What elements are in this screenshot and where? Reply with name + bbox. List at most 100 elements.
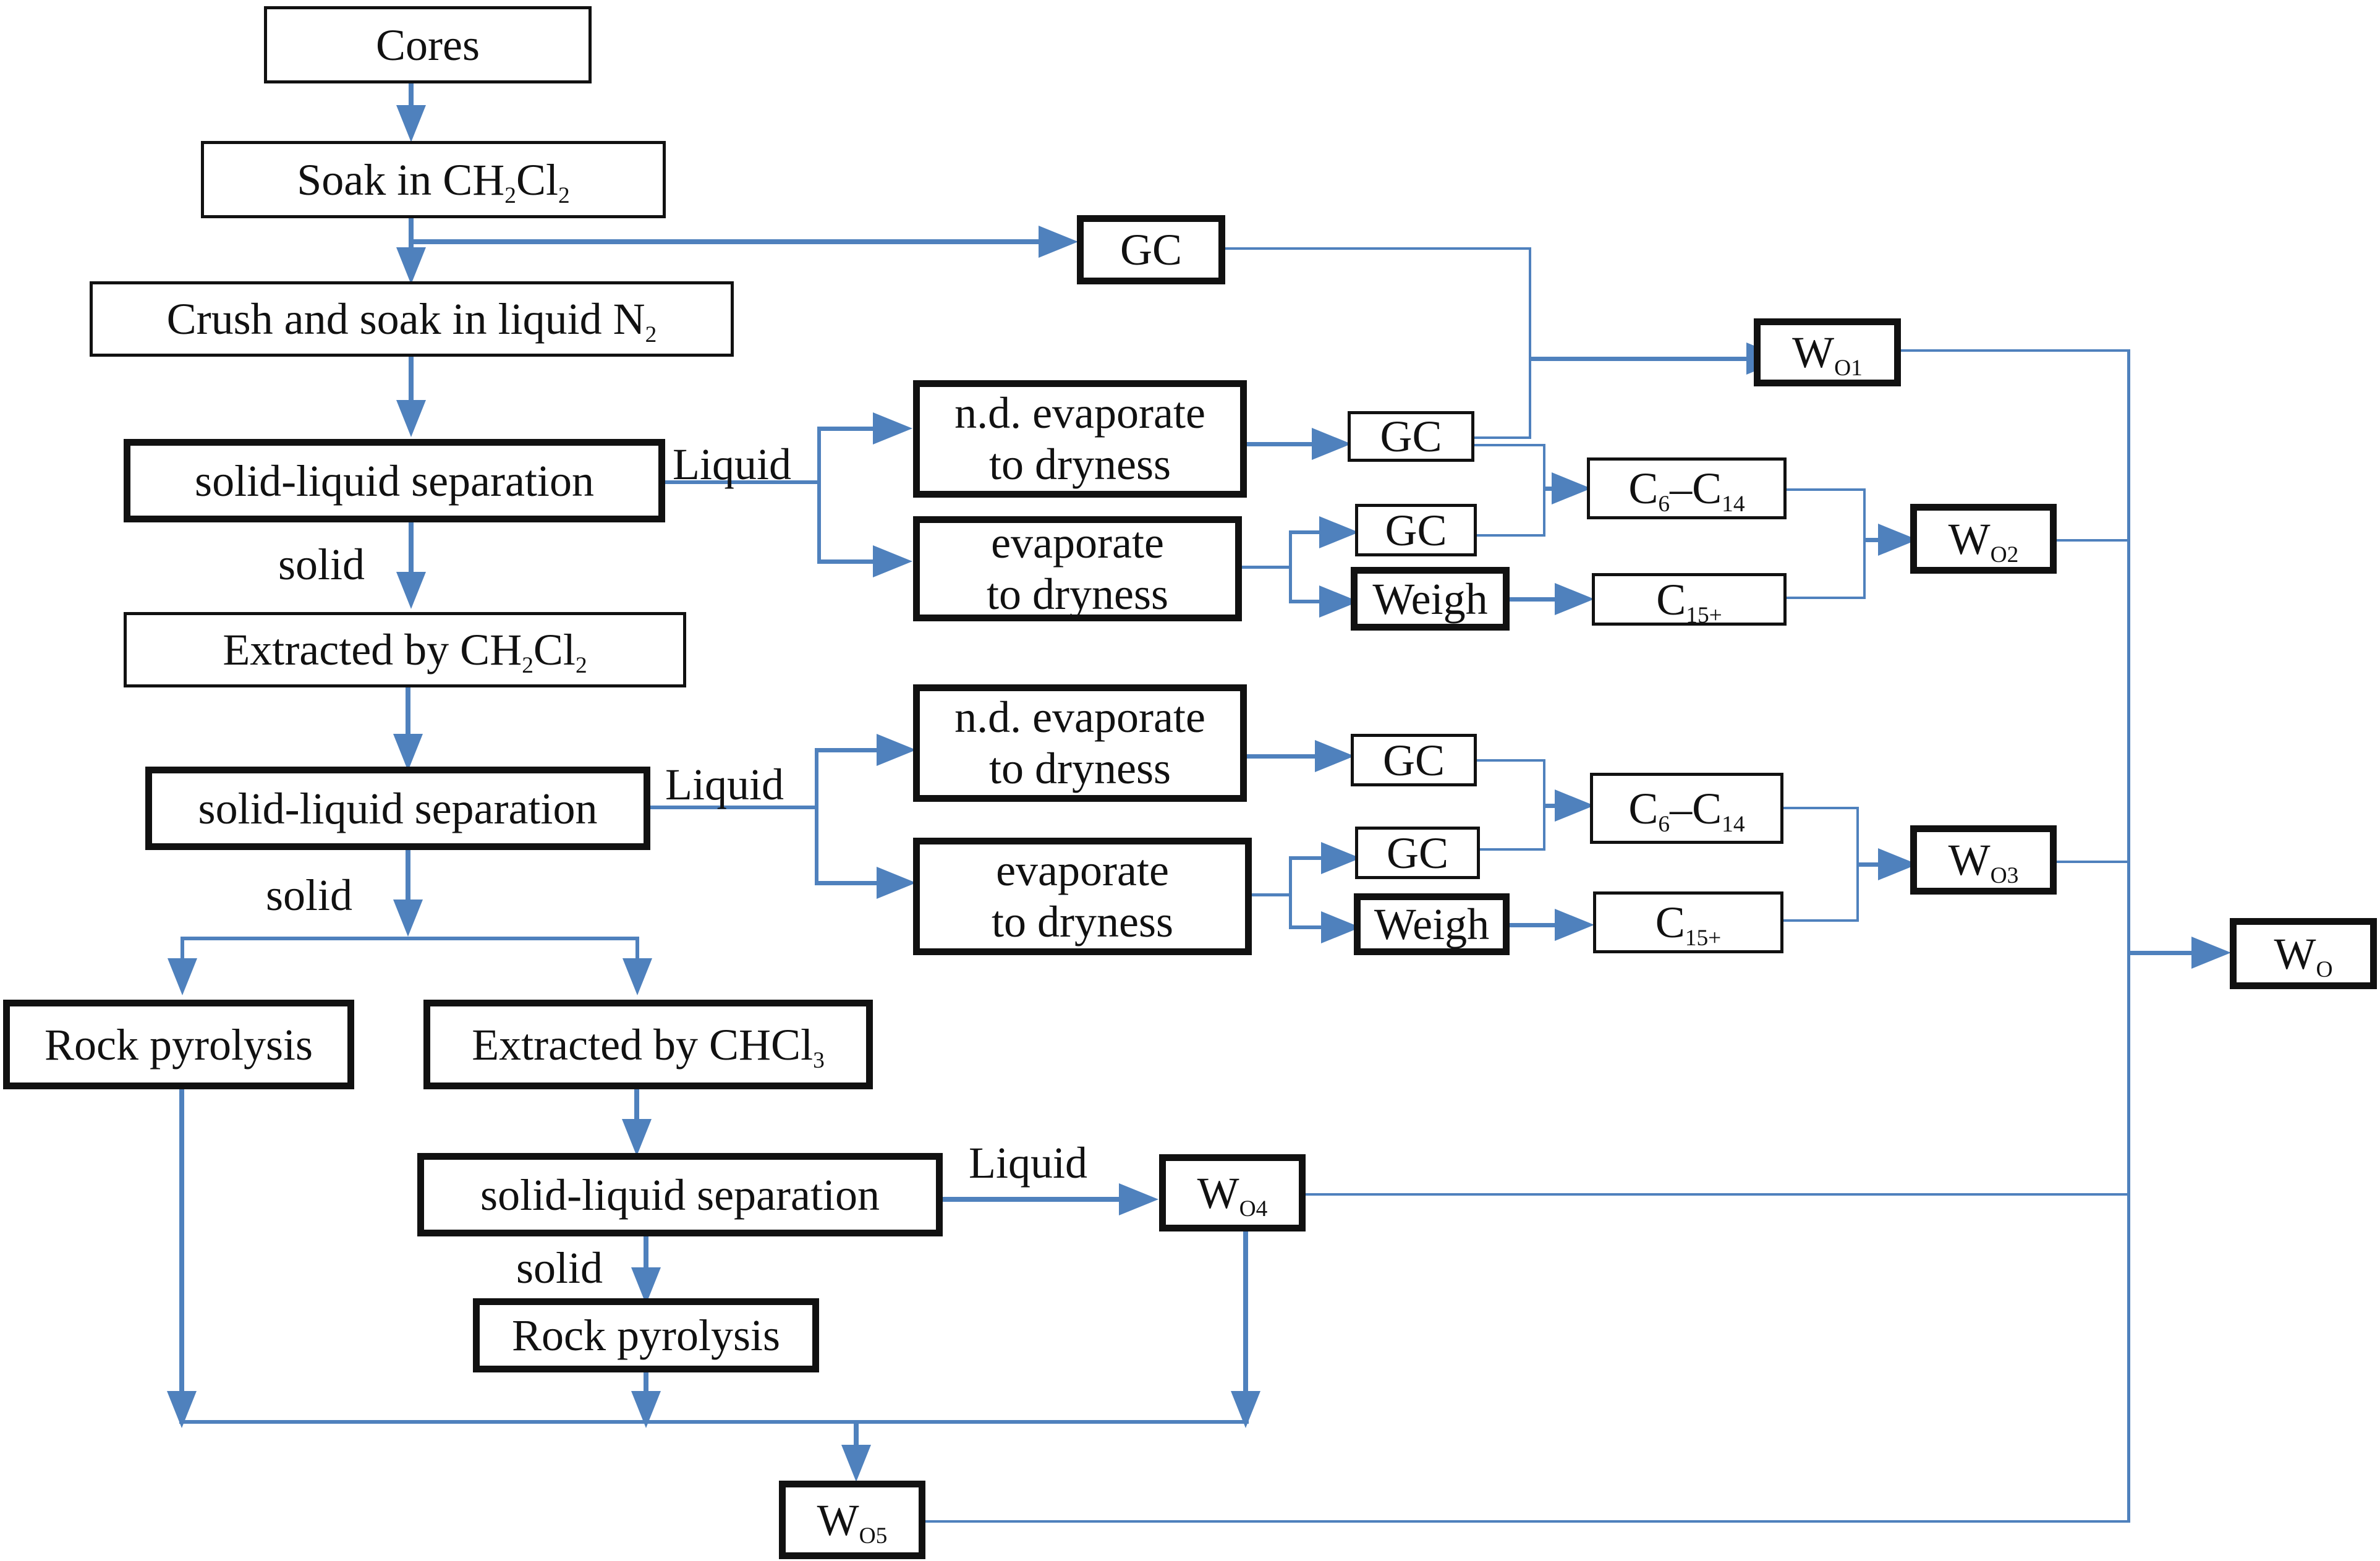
node-cores: Cores [264,6,592,83]
connector-gctop-v [1529,247,1531,439]
connector-bar-wo5 [854,1422,859,1450]
node-c6-c14-1-label: C6–C14 [1628,464,1745,517]
arrowhead-sep1 [396,400,426,437]
node-rock-pyrolysis-1-label: Rock pyrolysis [44,1019,313,1070]
node-gc-top: GC [1077,215,1225,284]
connector-ev1-fork [1242,566,1291,569]
node-evaporate-2: evaporate to dryness [913,838,1252,955]
node-c15-2: C15+ [1593,891,1783,953]
connector-fork-weigh2 [1289,925,1345,929]
node-gc-2a: GC [1351,734,1477,786]
connector-gc2a-out [1477,759,1545,762]
label-liquid-1: Liquid [673,440,791,489]
connector-merge-wo1 [1530,357,1768,361]
arrowhead-sep2 [393,734,423,771]
connector-gctop-out [1225,247,1531,250]
arrowhead-crush [396,247,426,284]
node-separation-3: solid-liquid separation [417,1153,943,1236]
label-solid-2: solid [266,870,353,920]
connector-branch1-bottom [817,559,891,564]
node-wo-total: WO [2230,918,2377,989]
node-extracted-chcl3-label: Extracted by CHCl3 [472,1019,825,1073]
arrowhead-gc2a [1315,740,1354,772]
connector-sep1-extract1 [409,522,414,572]
node-evaporate-1: evaporate to dryness [913,516,1242,621]
connector-split-left [181,937,184,963]
connector-gc1b-out [1477,534,1545,537]
connector-branch2-vertical [815,748,818,885]
node-c15-1-label: C15+ [1656,574,1722,628]
connector-wo2-out [2057,539,2130,542]
connector-soak-gc [411,239,1066,244]
node-gc-1a-label: GC [1380,412,1442,461]
connector-rock1-down [179,1089,184,1395]
connector-split-bar [181,937,639,940]
connector-nd1-gc1a [1247,442,1333,446]
node-separation-1: solid-liquid separation [124,439,665,522]
connector-fork-gc1b [1289,530,1345,534]
node-evaporate-2-line1: evaporate [996,846,1169,896]
connector-wo4-down [1243,1231,1248,1395]
node-c15-1: C15+ [1592,573,1787,628]
connector-weigh1-c15-1 [1510,597,1578,602]
connector-bottom-bar [179,1420,1249,1424]
connector-gc2b-out [1480,848,1545,851]
arrowhead-nd2 [877,734,916,766]
node-evaporate-1-line2: to dryness [987,569,1168,619]
node-gc-1b-label: GC [1385,505,1447,555]
node-evaporate-1-line1: evaporate [991,518,1164,568]
arrowhead-extract2 [623,958,652,995]
node-separation-1-label: solid-liquid separation [195,456,594,506]
node-weigh-1: Weigh [1351,567,1510,631]
connector-wo1-out [1901,349,2130,352]
connector-crush-sep1 [409,357,414,400]
node-rock-pyrolysis-2: Rock pyrolysis [473,1298,819,1372]
connector-extract2-sep3 [634,1089,639,1120]
arrowhead-c6-2 [1555,789,1594,822]
connector-collector-wo [2128,951,2209,955]
connector-c15-1-out [1787,597,1866,599]
connector-branch2-top [815,748,895,752]
node-wo5-label: WO5 [817,1495,888,1549]
node-gc-2b: GC [1355,827,1480,879]
arrowhead-c15-2 [1555,909,1594,941]
connector-sep1-liquid [665,480,820,484]
node-nd-evaporate-1-line2: to dryness [989,440,1171,489]
node-gc-top-label: GC [1120,225,1183,274]
node-c15-2-label: C15+ [1655,898,1722,951]
label-liquid-3: Liquid [969,1138,1087,1188]
node-separation-2-label: solid-liquid separation [198,783,598,833]
arrowhead-wo4 [1119,1183,1158,1215]
node-wo1: WO1 [1754,318,1901,386]
arrowhead-c6-1 [1552,472,1591,504]
arrowhead-rock1 [168,958,197,995]
connector-ev2-fork-v [1289,857,1292,929]
connector-cores-soak [409,83,414,105]
node-wo4: WO4 [1159,1154,1306,1231]
connector-extract1-sep2 [406,687,410,734]
node-wo3: WO3 [1910,825,2057,895]
arrowhead-c15-1 [1555,583,1594,615]
node-separation-3-label: solid-liquid separation [480,1170,880,1220]
node-wo2-label: WO2 [1948,514,2019,568]
node-nd-evaporate-2-line1: n.d. evaporate [954,692,1205,742]
node-extracted-chcl3: Extracted by CHCl3 [423,1000,873,1089]
node-wo5: WO5 [779,1481,925,1559]
node-gc-2b-label: GC [1386,828,1449,878]
node-evaporate-2-line2: to dryness [992,897,1173,946]
connector-weigh2-c15-2 [1510,923,1578,927]
node-c6-c14-2-label: C6–C14 [1628,783,1745,837]
arrowhead-soak [396,105,426,142]
label-liquid-2: Liquid [665,760,784,809]
connector-gc1a-up [1474,436,1531,439]
node-wo3-label: WO3 [1948,835,2019,889]
node-gc-2a-label: GC [1382,735,1445,785]
arrowhead-sep3 [622,1119,652,1156]
connector-wo4-out [1306,1193,2130,1196]
node-wo4-label: WO4 [1197,1168,1268,1222]
arrowhead-extract1 [396,572,426,609]
connector-branch2-bottom [815,881,895,885]
connector-sep2-liquid [650,806,818,809]
connector-c6-2-out [1783,807,1859,809]
